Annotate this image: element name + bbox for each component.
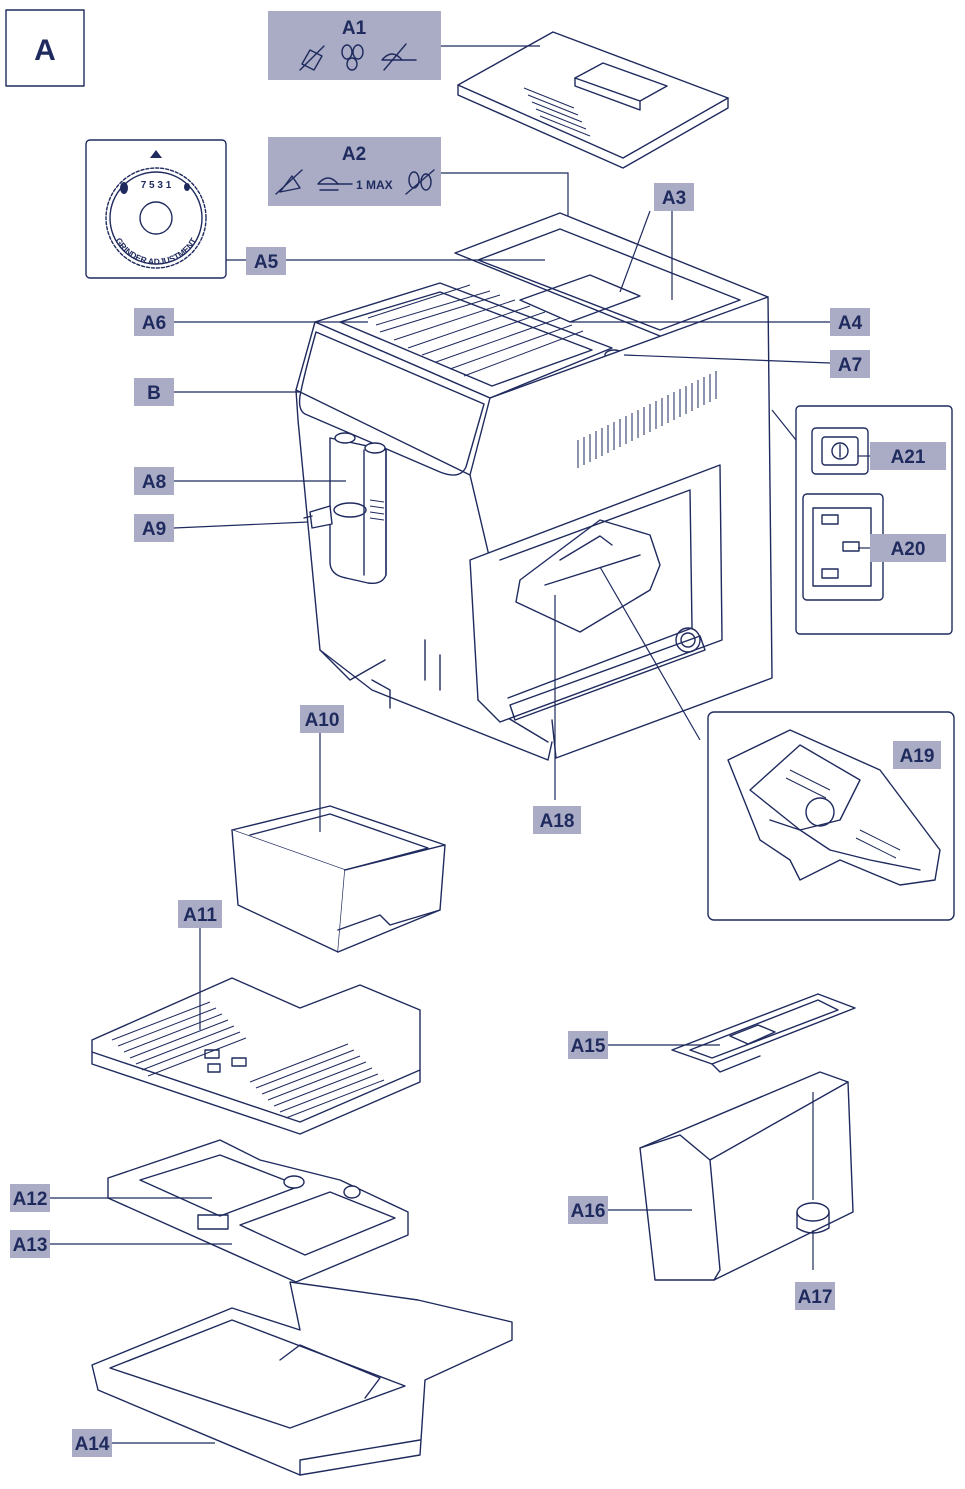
label-a13: A13 bbox=[13, 1235, 48, 1256]
cup-tray bbox=[91, 977, 421, 1135]
figure-id-box: A bbox=[5, 9, 85, 87]
label-a14: A14 bbox=[75, 1434, 110, 1455]
label-a4: A4 bbox=[838, 313, 863, 334]
water-tank bbox=[639, 1071, 854, 1281]
leader-lines bbox=[50, 209, 870, 1444]
drip-tray-insert bbox=[107, 1139, 409, 1283]
label-a20: A20 bbox=[891, 539, 926, 560]
brew-unit-inset bbox=[707, 711, 955, 921]
label-b: B bbox=[147, 383, 161, 404]
scoop-icon bbox=[317, 177, 353, 191]
a2-panel: A2 1 MAX bbox=[268, 137, 569, 262]
grinder-dial-box: 7 5 3 1 GRINDER ADJUSTMENT bbox=[85, 139, 227, 279]
no-beans-icon bbox=[405, 169, 435, 195]
label-a17: A17 bbox=[798, 1287, 833, 1308]
triangle-marker-icon bbox=[150, 150, 162, 158]
label-a3: A3 bbox=[662, 188, 686, 209]
dial-scale: 7 5 3 1 bbox=[141, 180, 172, 191]
label-a6: A6 bbox=[142, 313, 166, 334]
no-coffee-powder-icon bbox=[299, 45, 325, 71]
coffee-machine-body bbox=[295, 212, 773, 761]
grounds-container bbox=[231, 805, 446, 953]
part-labels: A3 A5 A6 A4 A7 B A21 A8 A9 A20 A10 A19 A… bbox=[10, 183, 946, 1457]
label-a8: A8 bbox=[142, 472, 166, 493]
label-a10: A10 bbox=[305, 710, 340, 731]
figure-id: A bbox=[34, 34, 56, 67]
no-beans-icon bbox=[275, 169, 303, 195]
a1-panel: A1 bbox=[268, 11, 540, 80]
label-a12: A12 bbox=[13, 1189, 48, 1210]
dose-label: 1 MAX bbox=[356, 178, 393, 192]
drip-tray bbox=[91, 1281, 513, 1476]
label-a9: A9 bbox=[142, 519, 166, 540]
label-a21: A21 bbox=[891, 447, 926, 468]
label-a18: A18 bbox=[540, 811, 575, 832]
label-a16: A16 bbox=[571, 1201, 606, 1222]
water-tank-lid bbox=[671, 993, 856, 1073]
label-a7: A7 bbox=[838, 355, 862, 376]
label-a15: A15 bbox=[571, 1036, 606, 1057]
power-socket-icon bbox=[812, 507, 872, 587]
label-a11: A11 bbox=[183, 905, 217, 926]
label-a1: A1 bbox=[342, 18, 367, 39]
coffee-beans-icon bbox=[341, 44, 364, 71]
label-a5: A5 bbox=[254, 252, 279, 273]
label-a19: A19 bbox=[900, 746, 935, 767]
power-button-icon bbox=[821, 436, 859, 466]
dial-caption: GRINDER ADJUSTMENT bbox=[114, 235, 199, 266]
power-panel bbox=[771, 405, 953, 635]
label-a2: A2 bbox=[342, 144, 366, 165]
no-scoop-icon bbox=[381, 43, 417, 71]
bean-container-lid bbox=[457, 31, 729, 169]
